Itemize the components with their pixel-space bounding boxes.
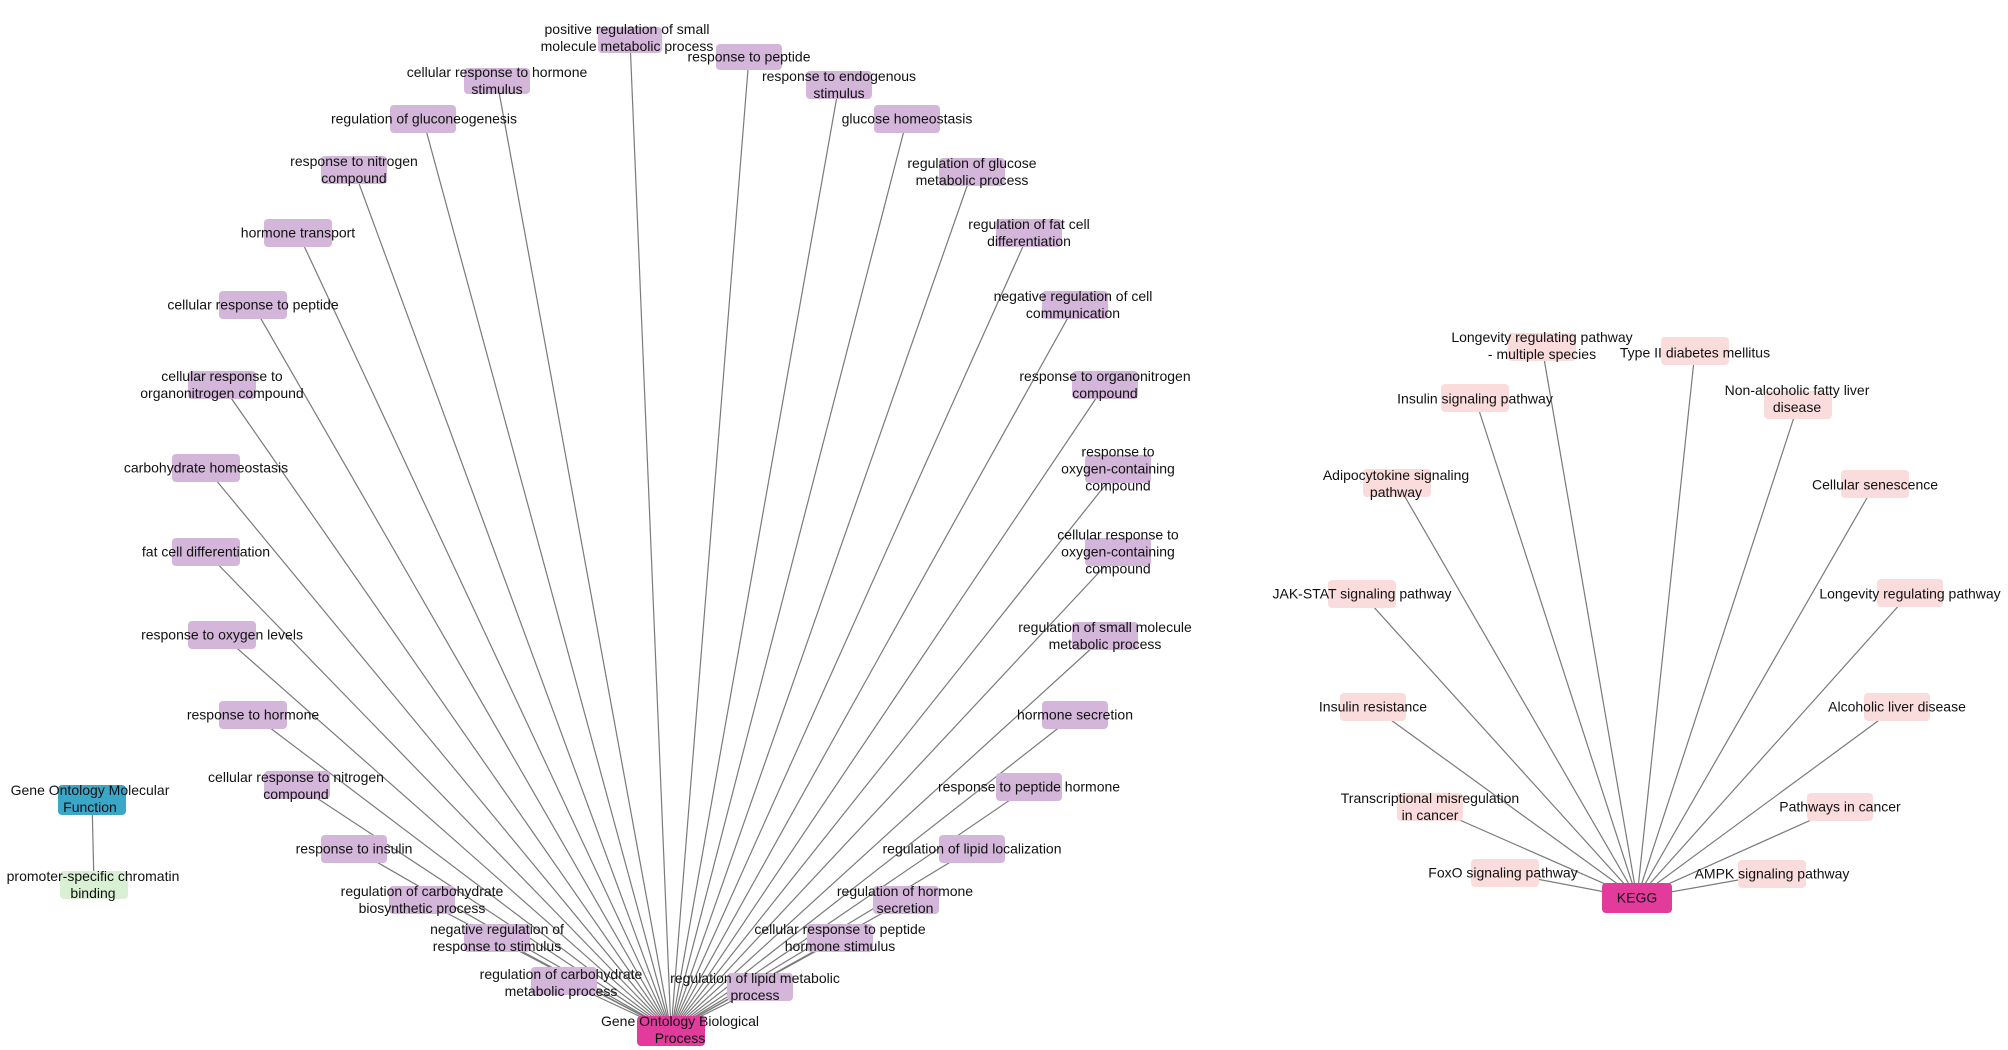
node-negative-regulation-of-response-to-stimulus <box>464 924 530 952</box>
node-regulation-of-gluconeogenesis <box>390 105 456 133</box>
node-glucose-homeostasis <box>874 105 940 133</box>
edge-regulation-of-fat-cell-differentiation <box>670 232 1030 1032</box>
node-cellular-response-to-oxygen-containing-compound <box>1085 538 1151 566</box>
node-cellular-response-to-organonitrogen-compound <box>188 371 256 399</box>
node-regulation-of-hormone-secretion <box>873 886 939 914</box>
edge-response-to-nitrogen-compound <box>353 169 672 1032</box>
node-insulin-resistance <box>1340 693 1406 721</box>
edge-positive-regulation-of-small-molecule-metabolic-process <box>629 39 672 1032</box>
edge-cellular-response-to-oxygen-containing-compound <box>670 551 1119 1032</box>
edge-response-to-peptide <box>670 56 750 1032</box>
edge-regulation-of-glucose-metabolic-process <box>670 171 973 1032</box>
node-hormone-transport <box>264 219 332 247</box>
edge-regulation-of-small-molecule-metabolic-process <box>670 635 1106 1032</box>
edge-non-alcoholic-fatty-liver-disease <box>1636 404 1799 899</box>
edge-cellular-response-to-peptide <box>252 304 672 1032</box>
node-longevity-regulating-pathway-multiple-species <box>1508 333 1576 361</box>
edge-fat-cell-differentiation <box>205 551 672 1032</box>
edge-regulation-of-gluconeogenesis <box>422 118 672 1032</box>
edge-negative-regulation-of-cell-communication <box>670 304 1076 1032</box>
hub-node-gene-ontology-molecular-function <box>58 785 126 815</box>
hub-node-kegg <box>1602 883 1672 913</box>
edge-hormone-transport <box>297 232 672 1032</box>
node-cellular-response-to-peptide-hormone-stimulus <box>807 924 873 952</box>
node-regulation-of-glucose-metabolic-process <box>939 158 1005 186</box>
node-longevity-regulating-pathway <box>1877 579 1943 607</box>
edge-carbohydrate-homeostasis <box>205 467 672 1032</box>
edge-insulin-resistance <box>1372 706 1638 899</box>
node-fat-cell-differentiation <box>172 538 240 566</box>
node-negative-regulation-of-cell-communication <box>1042 291 1108 319</box>
edge-longevity-regulating-pathway-multiple-species <box>1541 346 1638 899</box>
edge-type-ii-diabetes-mellitus <box>1636 350 1696 899</box>
node-non-alcoholic-fatty-liver-disease <box>1764 391 1832 419</box>
node-type-ii-diabetes-mellitus <box>1661 337 1729 365</box>
edge-cellular-senescence <box>1636 483 1876 899</box>
node-cellular-response-to-peptide <box>219 291 287 319</box>
hub-node-gene-ontology-biological-process <box>637 1016 705 1046</box>
node-pathways-in-cancer <box>1807 793 1873 821</box>
node-transcriptional-misregulation-in-cancer <box>1397 793 1463 821</box>
node-insulin-signaling-pathway <box>1441 384 1509 412</box>
edge-glucose-homeostasis <box>670 118 908 1032</box>
node-foxo-signaling-pathway <box>1471 859 1539 887</box>
edge-cellular-response-to-hormone-stimulus <box>496 80 672 1032</box>
edge-response-to-organonitrogen-compound <box>670 384 1106 1032</box>
node-response-to-oxygen-containing-compound <box>1085 455 1151 483</box>
node-response-to-peptide <box>716 44 782 70</box>
node-alcoholic-liver-disease <box>1864 693 1930 721</box>
node-adipocytokine-signaling-pathway <box>1363 469 1431 497</box>
node-response-to-endogenous-stimulus <box>806 71 872 99</box>
node-positive-regulation-of-small-molecule-metabolic-process <box>598 27 662 53</box>
node-response-to-hormone <box>219 701 287 729</box>
node-jak-stat-signaling-pathway <box>1328 580 1396 608</box>
node-hormone-secretion <box>1042 701 1108 729</box>
edge-cellular-response-to-organonitrogen-compound <box>221 384 672 1032</box>
node-regulation-of-lipid-localization <box>939 835 1005 863</box>
node-carbohydrate-homeostasis <box>172 454 240 482</box>
node-response-to-nitrogen-compound <box>321 156 387 184</box>
edge-jak-stat-signaling-pathway <box>1361 593 1638 899</box>
node-cellular-response-to-nitrogen-compound <box>264 771 330 799</box>
node-response-to-peptide-hormone <box>996 773 1062 801</box>
node-regulation-of-carbohydrate-biosynthetic-process <box>389 886 455 914</box>
edge-transcriptional-misregulation-in-cancer <box>1429 806 1638 899</box>
edge-response-to-endogenous-stimulus <box>670 84 840 1032</box>
edge-cellular-response-to-nitrogen-compound <box>296 784 672 1032</box>
node-regulation-of-small-molecule-metabolic-process <box>1072 622 1138 650</box>
edge-adipocytokine-signaling-pathway <box>1396 482 1638 899</box>
edge-longevity-regulating-pathway <box>1636 592 1911 899</box>
node-promoter-specific-chromatin-binding <box>60 871 128 899</box>
node-response-to-organonitrogen-compound <box>1072 371 1138 399</box>
edge-insulin-signaling-pathway <box>1474 397 1638 899</box>
node-regulation-of-carbohydrate-metabolic-process <box>531 967 597 995</box>
edge-response-to-hormone <box>252 714 672 1032</box>
node-cellular-response-to-hormone-stimulus <box>464 68 530 94</box>
edge-response-to-oxygen-containing-compound <box>670 468 1119 1032</box>
node-cellular-senescence <box>1841 470 1909 498</box>
node-ampk-signaling-pathway <box>1738 860 1806 888</box>
node-regulation-of-fat-cell-differentiation <box>996 219 1062 247</box>
node-response-to-insulin <box>321 835 387 863</box>
edge-alcoholic-liver-disease <box>1636 706 1898 899</box>
edge-response-to-oxygen-levels <box>221 634 672 1032</box>
node-regulation-of-lipid-metabolic-process <box>727 973 793 1001</box>
node-response-to-oxygen-levels <box>188 621 256 649</box>
edge-pathways-in-cancer <box>1636 806 1841 899</box>
